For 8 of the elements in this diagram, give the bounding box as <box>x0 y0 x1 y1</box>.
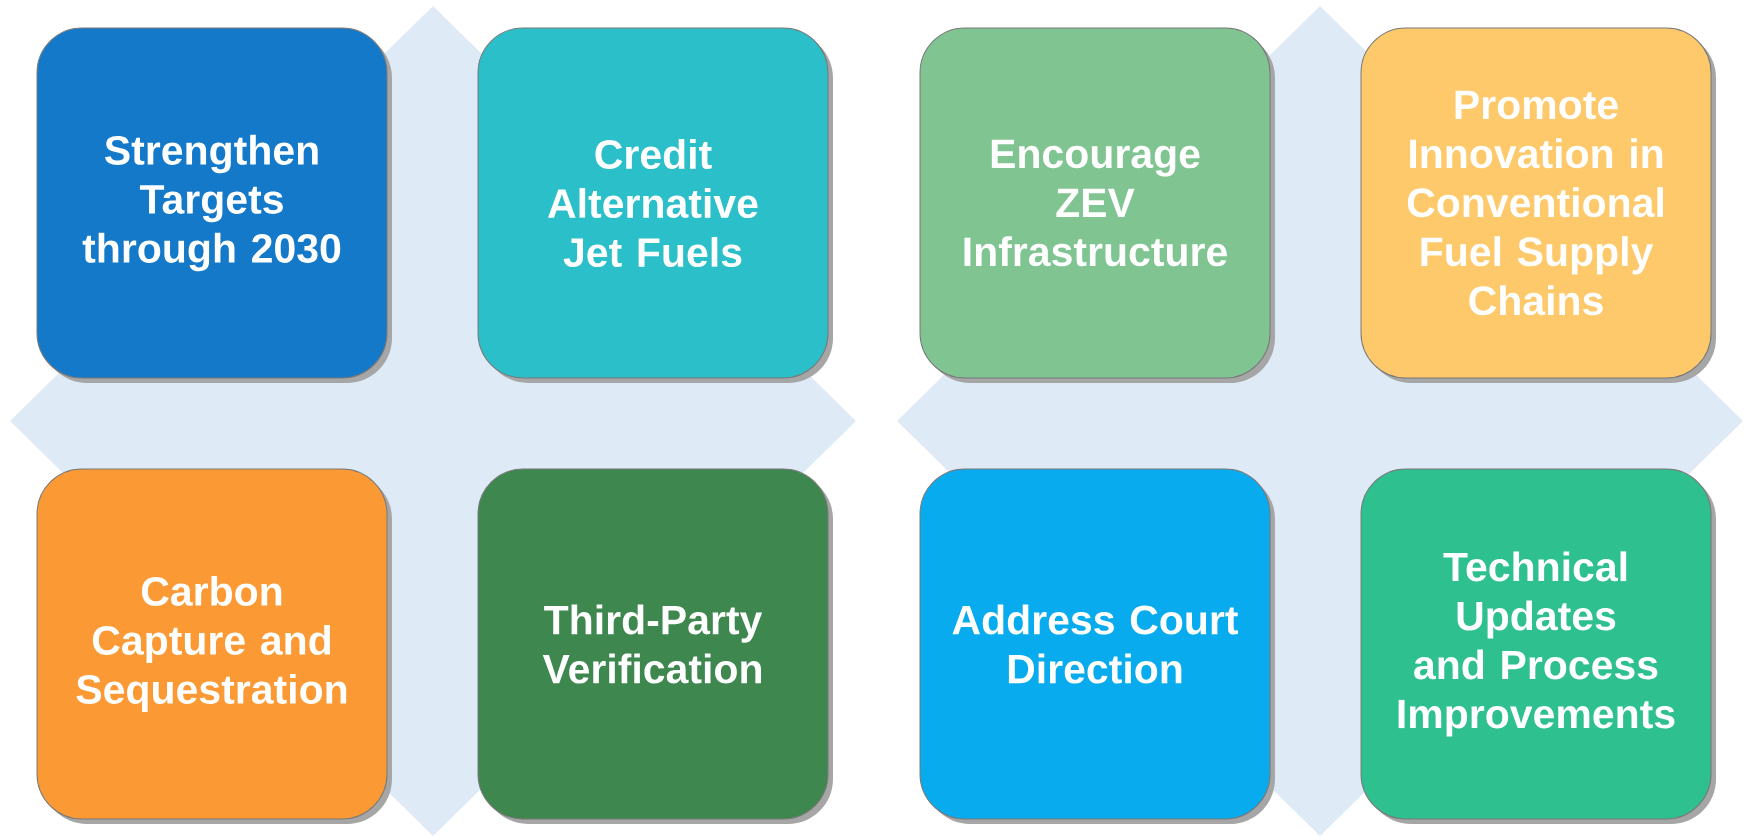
rounded-box: Credit Alternative Jet Fuels <box>477 27 833 383</box>
rounded-box: Promote Innovation in Conventional Fuel Supply Chains <box>1360 27 1716 383</box>
rounded-box: Third-Party Verification <box>477 468 833 824</box>
rounded-box: Strengthen Targets through 2030 <box>36 27 392 383</box>
rounded-box: Encourage ZEV Infrastructure <box>919 27 1275 383</box>
rounded-box: Address Court Direction <box>919 468 1275 824</box>
rounded-box: Carbon Capture and Sequestration <box>36 468 392 824</box>
rounded-box: Technical Updates and Process Improvements <box>1360 468 1716 824</box>
